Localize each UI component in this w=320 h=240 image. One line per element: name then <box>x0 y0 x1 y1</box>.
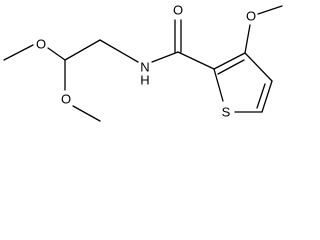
atom-label-acetal-oxygen-upper: O <box>36 37 46 52</box>
bond-layer <box>3 5 283 122</box>
chemical-structure-diagram: O O N H O S O <box>3 3 283 122</box>
atom-label-thiophene-sulfur: S <box>222 105 231 120</box>
bond-nitrogen-to-carbonyl-carbon <box>151 51 179 63</box>
bond-ring-c2-c3-inner <box>217 59 245 75</box>
bond-methylene-to-nitrogen <box>99 39 139 63</box>
bond-ring-sulfur-c2 <box>213 68 224 102</box>
atom-label-amide-hydrogen: H <box>140 73 149 88</box>
atom-label-amide-nitrogen: N <box>140 60 149 75</box>
bond-ring-c2-c3 <box>213 52 246 70</box>
bond-ring-c3-c4 <box>244 52 273 82</box>
atom-label-ring-methoxy-oxygen: O <box>246 9 256 24</box>
bond-upper-oxygen-to-acetal-carbon <box>47 47 66 61</box>
bond-methoxy-oxygen-to-methyl <box>257 5 283 15</box>
bond-carbonyl-carbon-to-ring <box>177 51 215 70</box>
bond-ring-c4-c5-inner <box>256 83 266 109</box>
bond-ring-c4-c5 <box>261 80 273 113</box>
atom-label-carbonyl-oxygen: O <box>173 3 183 18</box>
bond-ring-c3-to-methoxy-oxygen <box>244 24 251 54</box>
bond-lower-oxygen-to-methyl <box>72 105 101 122</box>
bond-upper-methyl-to-oxygen <box>3 44 34 61</box>
atom-label-acetal-oxygen-lower: O <box>61 92 71 107</box>
atom-label-layer: O O N H O S O <box>36 3 256 120</box>
bond-acetal-carbon-to-methylene <box>64 39 101 61</box>
